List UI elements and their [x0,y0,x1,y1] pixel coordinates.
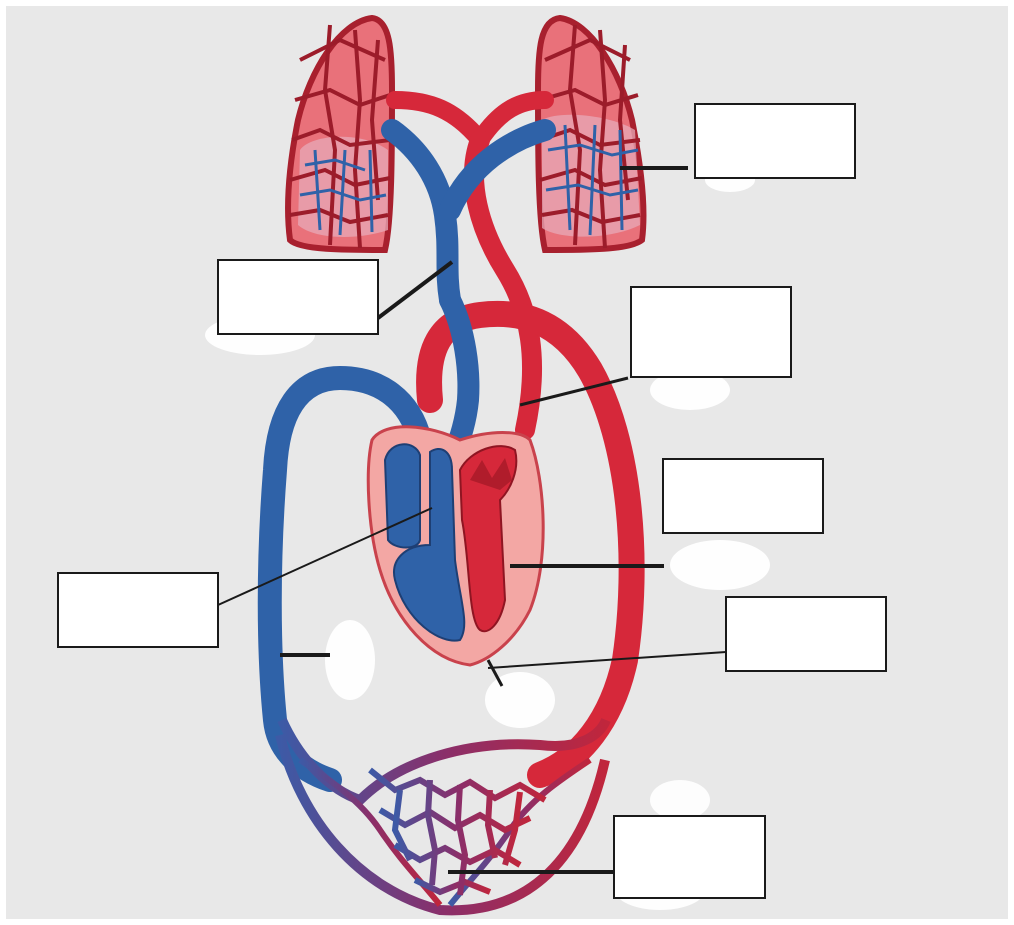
label-box-artery[interactable] [630,286,792,378]
label-box-vein[interactable] [217,259,379,335]
label-box-capillaries[interactable] [613,815,766,899]
label-box-lung[interactable] [694,103,856,179]
label-box-heart-wall[interactable] [725,596,887,672]
label-box-right-ventricle[interactable] [57,572,219,648]
label-box-left-ventricle[interactable] [662,458,824,534]
